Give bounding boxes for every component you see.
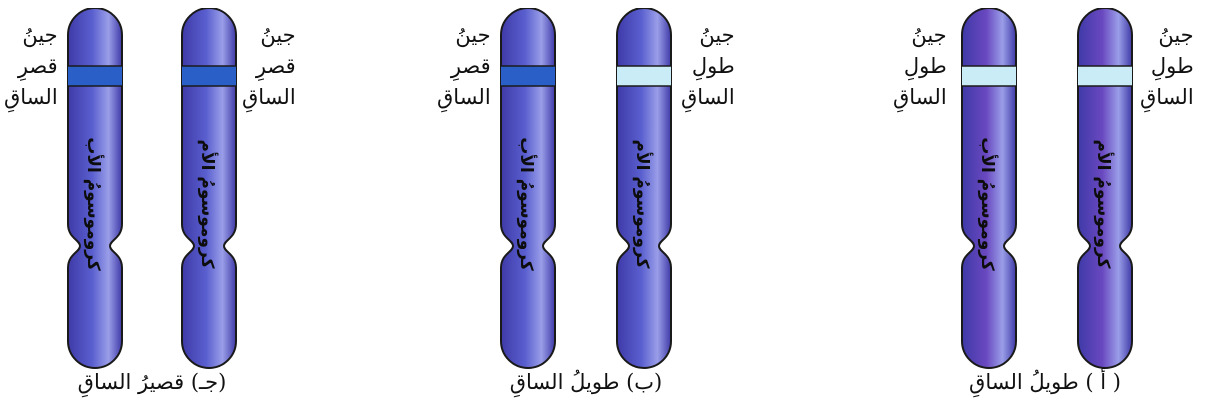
father-chromosome-b: كروموسومُ الأب <box>497 8 559 370</box>
gene-label-mother-b: جينُ طولِ الساقِ <box>681 20 735 113</box>
gene-label-mother-a: جينُ طولِ الساقِ <box>1140 20 1194 113</box>
caption-b: (ب) طويلُ الساقِ <box>510 370 662 394</box>
chromosome-label: كروموسومُ الأم <box>632 140 653 269</box>
short-gene-band <box>178 66 240 86</box>
caption-a: ( أ ) طويلُ الساقِ <box>969 370 1121 394</box>
chromosome-label: كروموسومُ الأب <box>516 137 537 271</box>
gene-label-father-a: جينُ طولِ الساقِ <box>893 20 947 113</box>
gene-label-mother-c: جينُ قصرِ الساقِ <box>242 20 296 113</box>
father-chromosome-c: كروموسومُ الأب <box>64 8 126 370</box>
mother-chromosome-a: كروموسومُ الأم <box>1074 8 1136 370</box>
short-gene-band <box>497 66 559 86</box>
mother-chromosome-c: كروموسومُ الأم <box>178 8 240 370</box>
mother-chromosome-b: كروموسومُ الأم <box>613 8 675 370</box>
tall-gene-band <box>1074 66 1136 86</box>
chromosome-label: كروموسومُ الأب <box>83 137 104 271</box>
gene-label-father-c: جينُ قصرِ الساقِ <box>4 20 58 113</box>
tall-gene-band <box>958 66 1020 86</box>
gene-label-father-b: جينُ قصرِ الساقِ <box>437 20 491 113</box>
tall-gene-band <box>613 66 675 86</box>
caption-c: (جـ) قصيرُ الساقِ <box>78 370 227 394</box>
father-chromosome-a: كروموسومُ الأب <box>958 8 1020 370</box>
chromosome-label: كروموسومُ الأب <box>977 137 998 271</box>
short-gene-band <box>64 66 126 86</box>
chromosome-label: كروموسومُ الأم <box>1093 140 1114 269</box>
chromosome-label: كروموسومُ الأم <box>197 140 218 269</box>
